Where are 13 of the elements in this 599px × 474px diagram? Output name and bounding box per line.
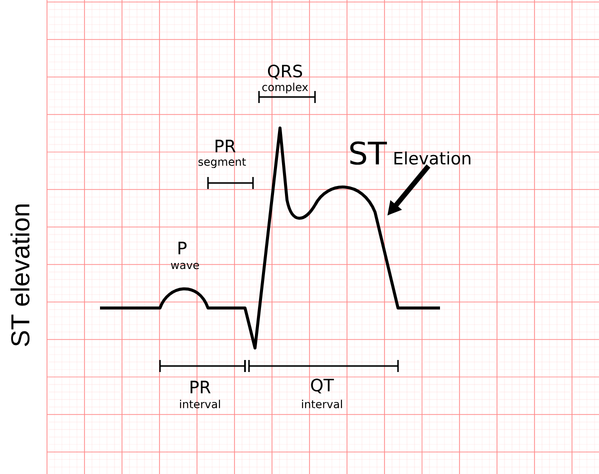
sub-label: interval (302, 400, 342, 408)
sub-label: interval (180, 400, 220, 408)
callout-text: ST Elevation (350, 141, 470, 165)
st-segment-curve (314, 186, 440, 310)
sub-label: segment (198, 158, 246, 168)
wave-label: PR (216, 140, 236, 152)
sub-label: wave (170, 262, 199, 270)
wave-label: P (178, 242, 187, 254)
title: ST elevation (10, 204, 30, 346)
wave-label: PR (190, 380, 211, 394)
sub-label: complex (262, 82, 308, 94)
wave-label: QT (311, 378, 334, 394)
wave-label: QRS (268, 64, 302, 80)
